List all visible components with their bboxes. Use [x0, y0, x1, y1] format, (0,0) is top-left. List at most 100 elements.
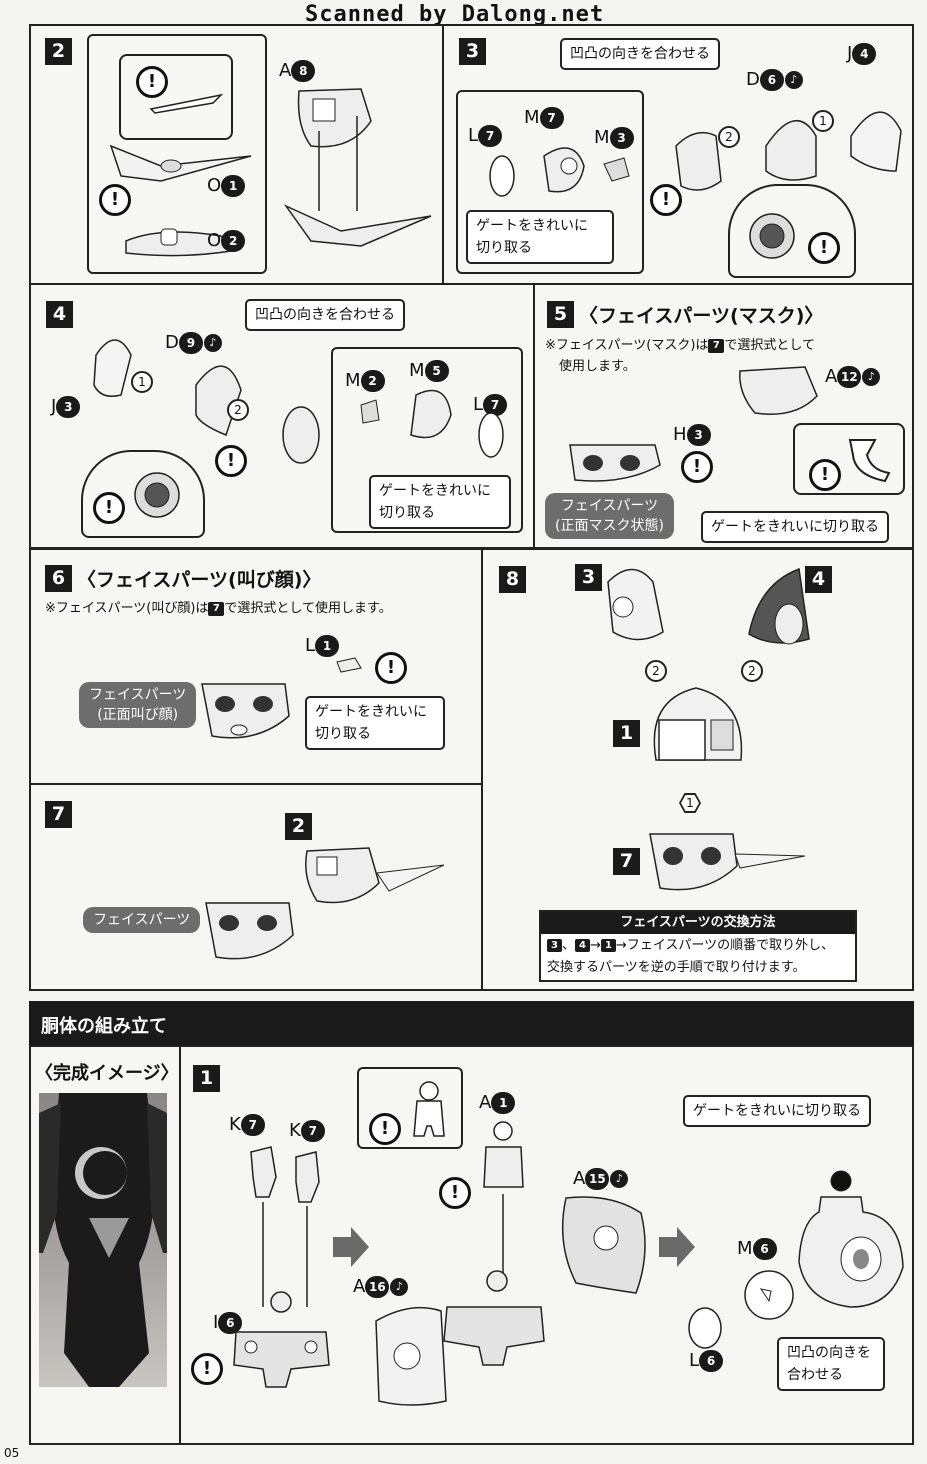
order-marker-2: 2	[645, 660, 667, 682]
step-number: 5	[547, 301, 574, 328]
order-marker-2: 2	[741, 660, 763, 682]
ear-left-illustration	[607, 568, 664, 641]
order-marker-1: 1	[131, 371, 153, 393]
face-illustration	[649, 833, 806, 891]
step8-panel: 8 3 4 2 2 1 1 7 フェイスパーツの交換方法 3、4→1→フェイスパ…	[481, 548, 914, 991]
ear-right-illustration	[748, 567, 810, 645]
step-number: 2	[45, 38, 72, 65]
step6-title: 〈フェイスパーツ(叫び顔)〉	[77, 569, 322, 591]
torso-core-illustration	[443, 1270, 545, 1366]
neck-detail-illustration	[413, 1081, 445, 1137]
gate-detail-illustration	[848, 439, 891, 483]
step-number: 4	[46, 301, 73, 328]
ref-step-4: 4	[805, 566, 832, 593]
l6-disc-illustration	[688, 1307, 722, 1349]
gate-clean-callout: ゲートをきれいに切り取る	[305, 696, 445, 750]
exchange-title: フェイスパーツの交換方法	[541, 912, 855, 934]
ear-assembly-illustration	[93, 339, 320, 464]
torso-section-header: 胴体の組み立て	[29, 1001, 914, 1047]
warning-icon: !	[93, 492, 125, 524]
face-parts-pill: フェイスパーツ	[83, 907, 201, 933]
tongue-part-illustration	[336, 657, 362, 673]
warning-icon: !	[136, 66, 168, 98]
m6-disc-illustration	[744, 1270, 794, 1320]
ear-assembly-illustration	[675, 111, 902, 191]
back-plate-illustration	[375, 1306, 447, 1406]
align-bumps-callout: 凹凸の向きを合わせる	[245, 299, 405, 331]
page-number: 05	[4, 1446, 20, 1460]
next-arrow	[333, 1227, 369, 1267]
ear-parts-illustration	[360, 389, 504, 458]
warning-icon: !	[681, 451, 713, 483]
warning-icon: !	[439, 1177, 471, 1209]
socket-detail-illustration	[749, 213, 795, 259]
face-mask-pill: フェイスパーツ(正面マスク状態)	[545, 493, 674, 539]
complete-image-title: 〈完成イメージ〉	[35, 1063, 179, 1084]
ref-step-1: 1	[613, 720, 640, 747]
mask-head-illustration	[739, 366, 818, 415]
step5-title: 〈フェイスパーツ(マスク)〉	[579, 305, 824, 327]
face-shout-pill: フェイスパーツ(正面叫び顔)	[79, 682, 197, 728]
warning-icon: !	[809, 459, 841, 491]
step-number: 7	[45, 801, 72, 828]
complete-image-photo	[39, 1093, 167, 1387]
gate-clean-callout: ゲートをきれいに切り取る	[369, 475, 511, 529]
mask-face-illustration	[569, 444, 661, 482]
ref-step-3: 3	[575, 564, 602, 591]
exchange-box: フェイスパーツの交換方法 3、4→1→フェイスパーツの順番で取り外し、 交換する…	[539, 910, 857, 982]
step-number: 8	[499, 566, 526, 593]
watermark: Scanned by Dalong.net	[305, 2, 605, 27]
warning-icon: !	[808, 232, 840, 264]
helmet-illustration	[653, 687, 743, 761]
gate-clean-callout: ゲートをきれいに切り取る	[466, 210, 614, 264]
warning-icon: !	[369, 1113, 401, 1145]
gate-clean-callout: ゲートをきれいに切り取る	[701, 511, 889, 543]
socket-detail-illustration	[134, 472, 180, 518]
next-arrow	[659, 1227, 695, 1267]
ref-step-7: 7	[613, 848, 640, 875]
order-marker-2: 2	[718, 126, 740, 148]
torso-frame-illustration	[233, 1291, 330, 1388]
step7-panel: 7 2 フェイスパーツ	[29, 783, 483, 991]
align-bumps-callout: 凹凸の向きを合わせる	[777, 1337, 885, 1391]
warning-icon: !	[375, 652, 407, 684]
warning-icon: !	[650, 184, 682, 216]
order-marker-1: 1	[812, 110, 834, 132]
shout-face-illustration	[201, 683, 290, 739]
complete-image-divider	[179, 1047, 181, 1443]
face-illustration	[205, 902, 294, 960]
assembled-fin-illustration	[283, 116, 432, 247]
exchange-text: 3、4→1→フェイスパーツの順番で取り外し、 交換するパーツを逆の手順で取り付け…	[547, 938, 835, 975]
warning-icon: !	[191, 1353, 223, 1385]
torso-header-title: 胴体の組み立て	[41, 1016, 167, 1037]
step-number: 1	[193, 1065, 220, 1092]
ref-step-2: 2	[285, 813, 312, 840]
fin-part-illustration	[109, 144, 252, 182]
chest-plate-illustration	[561, 1196, 646, 1294]
